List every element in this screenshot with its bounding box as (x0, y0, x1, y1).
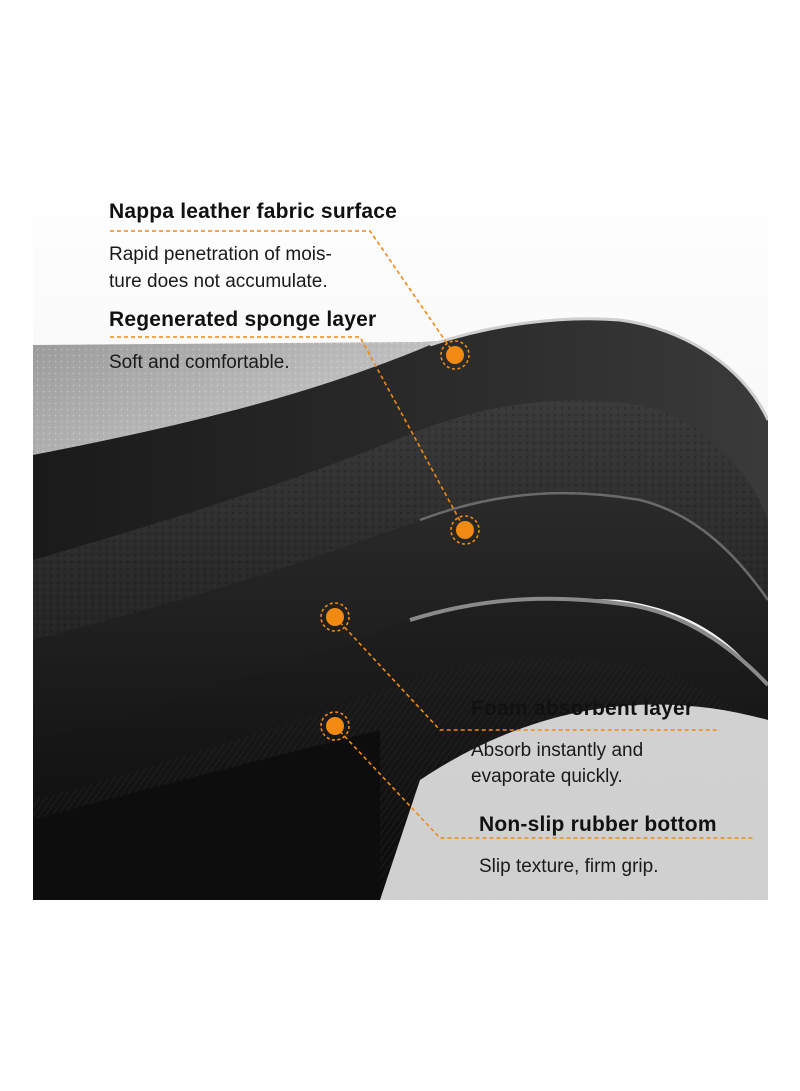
marker-dot-rubber (326, 717, 344, 735)
layer-title-sponge: Regenerated sponge layer (109, 308, 377, 331)
marker-ring-fabric (440, 340, 470, 370)
layer-title-rubber: Non-slip rubber bottom (479, 813, 717, 836)
layer-desc-rubber: Slip texture, firm grip. (479, 856, 659, 877)
marker-dot-sponge (456, 521, 474, 539)
leader-line-rubber (334, 725, 755, 839)
marker-dot-foam (326, 608, 344, 626)
layer-title-foam: Foam absorbent layer (471, 697, 694, 720)
leader-line-foam (334, 616, 720, 731)
layer-desc-fabric-line1: Rapid penetration of mois- (109, 244, 332, 265)
leader-line-fabric (110, 230, 456, 356)
marker-ring-rubber (320, 711, 350, 741)
layer-desc-foam-line2: evaporate quickly. (471, 766, 623, 787)
layer-title-fabric: Nappa leather fabric surface (109, 200, 398, 223)
layer-desc-fabric-line2: ture does not accumulate. (109, 271, 328, 292)
marker-ring-sponge (450, 515, 480, 545)
layer-desc-foam-line1: Absorb instantly and (471, 740, 644, 761)
marker-ring-foam (320, 602, 350, 632)
layer-desc-sponge: Soft and comfortable. (109, 352, 290, 373)
callout-markers (110, 230, 755, 839)
marker-dot-fabric (446, 346, 464, 364)
